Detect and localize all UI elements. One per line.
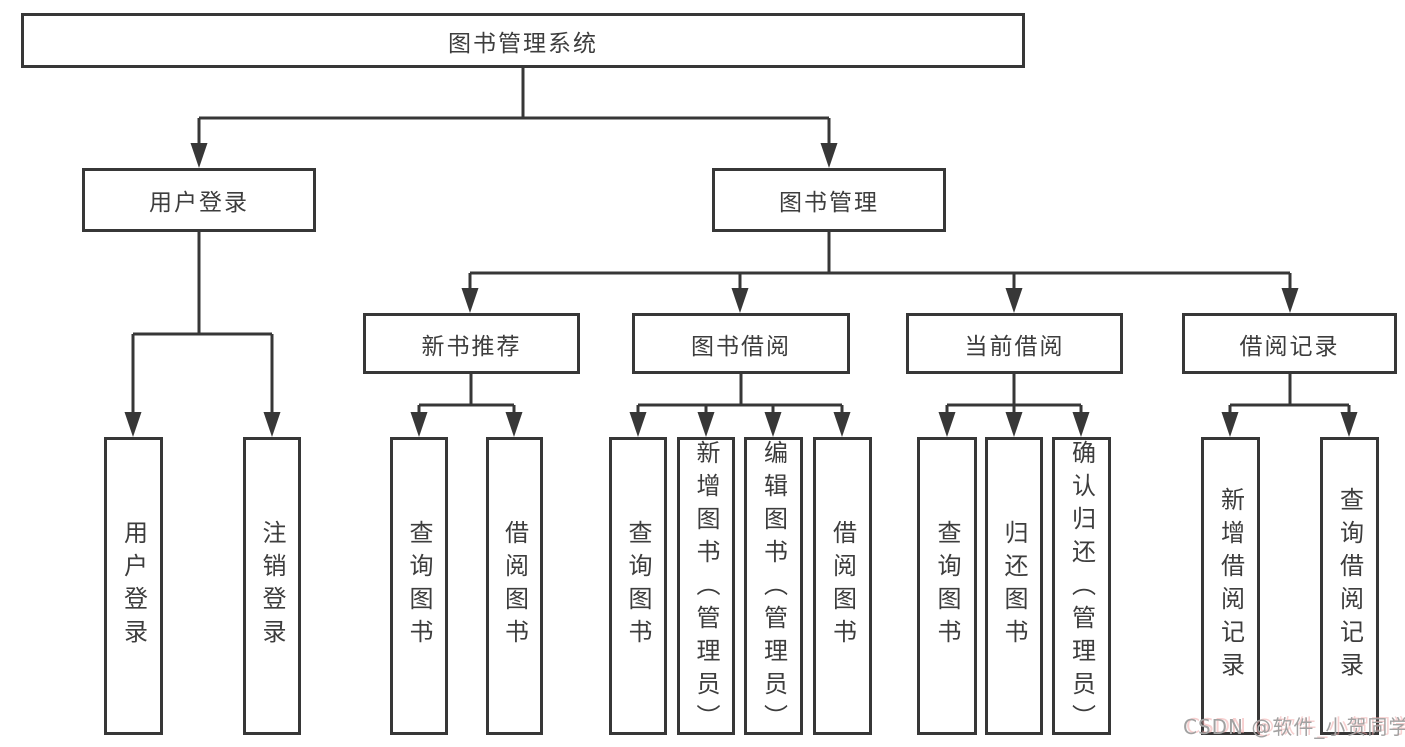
node-book-borrow: 图书借阅 [632,313,850,374]
node-label: 图书借阅 [691,333,791,360]
node-label: 新增图书（管理员） [692,440,720,737]
leaf-add-borrow-record: 新增借阅记录 [1201,437,1260,735]
node-label: 图书管理 [779,190,879,216]
leaf-query-book-3: 查询图书 [917,437,977,735]
node-label: 新书推荐 [421,333,522,360]
leaf-user-login: 用户登录 [104,437,163,735]
node-label: 查询图书 [405,520,433,652]
node-new-book-recommend: 新书推荐 [363,313,580,374]
leaf-borrow-book-1: 借阅图书 [486,437,543,735]
leaf-query-book-2: 查询图书 [609,437,667,735]
node-user-login: 用户登录 [82,168,316,232]
node-borrow-record: 借阅记录 [1182,313,1397,374]
node-label: 图书管理系统 [448,30,598,57]
node-label: 借阅图书 [828,520,857,652]
node-label: 编辑图书（管理员） [759,440,788,737]
leaf-return-book: 归还图书 [985,437,1043,735]
leaf-query-borrow-record: 查询借阅记录 [1320,437,1379,735]
node-label: 用户登录 [119,520,148,652]
leaf-add-book-admin: 新增图书（管理员） [677,437,735,737]
node-label: 归还图书 [1000,520,1028,652]
node-label: 确认归还（管理员） [1067,440,1096,737]
node-current-borrow: 当前借阅 [906,313,1123,374]
node-label: 借阅记录 [1239,333,1340,360]
leaf-edit-book-admin: 编辑图书（管理员） [744,437,803,737]
leaf-query-book-1: 查询图书 [390,437,448,735]
node-label: 查询借阅记录 [1335,487,1364,685]
node-label: 查询图书 [933,520,961,652]
leaf-logout: 注销登录 [243,437,301,735]
leaf-borrow-book-2: 借阅图书 [813,437,872,735]
node-label: 用户登录 [149,190,249,216]
csdn-watermark: CSDN @软件_小贺同学 [1183,715,1405,739]
node-label: 注销登录 [258,520,286,652]
leaf-confirm-return-admin: 确认归还（管理员） [1052,437,1111,737]
node-book-management: 图书管理 [712,168,946,232]
node-label: 借阅图书 [500,520,529,652]
node-library-system: 图书管理系统 [21,13,1025,68]
node-label: 查询图书 [624,520,652,652]
node-label: 新增借阅记录 [1216,487,1245,685]
node-label: 当前借阅 [964,333,1065,360]
